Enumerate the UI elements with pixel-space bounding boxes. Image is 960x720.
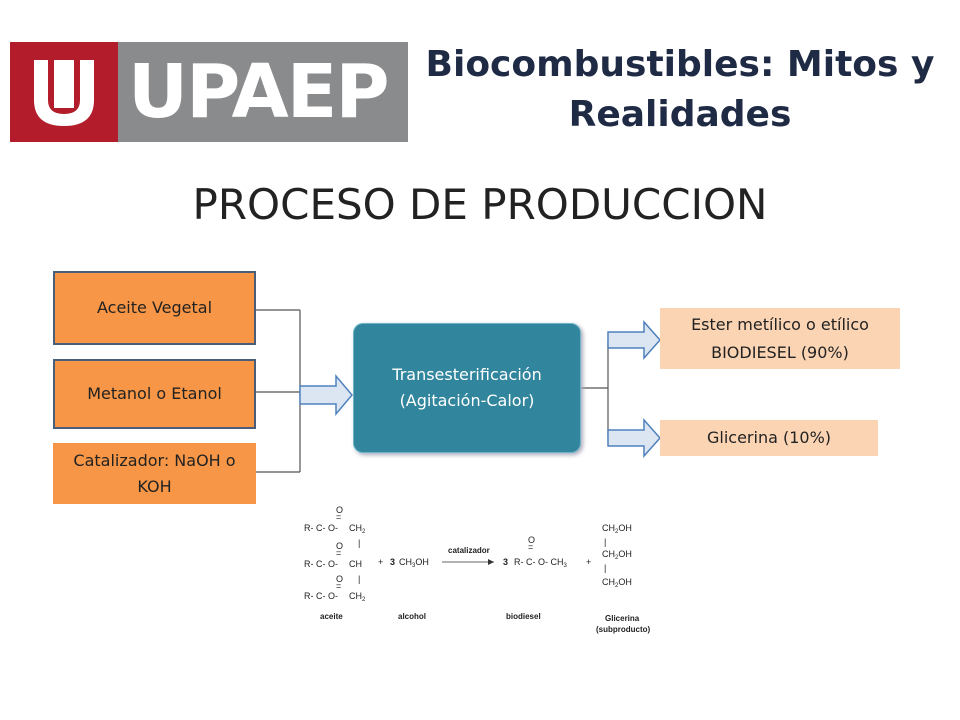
glicerina-structure: CH2OH | CH2OH | CH2OH Glicerina (subprod…: [596, 523, 651, 634]
bond-bar: |: [604, 537, 606, 547]
process-line1: Transesterificación: [392, 365, 542, 384]
slide-title: Biocombustibles: Mitos y Realidades: [425, 44, 935, 135]
methyl-ester: R- C- O- CH3: [514, 557, 568, 569]
label-biodiesel: biodiesel: [506, 612, 541, 621]
process-transesterificacion: Transesterificación (Agitación-Calor): [353, 323, 581, 453]
input-catalizador: Catalizador: NaOH o KOH: [53, 443, 256, 504]
output-arrow-biodiesel: [607, 320, 662, 360]
double-bond: =: [336, 548, 341, 558]
label-subproducto: (subproducto): [596, 625, 651, 634]
plus-sign: +: [586, 557, 591, 567]
output-arrow-glicerina: [607, 418, 662, 458]
label-catalizador: catalizador: [448, 546, 490, 555]
slide-subtitle: PROCESO DE PRODUCCION: [192, 180, 768, 229]
ester-group: R- C- O-: [304, 523, 338, 533]
double-bond: =: [336, 581, 341, 591]
alcohol-structure: + 3 CH3OH alcohol: [378, 557, 429, 621]
coefficient: 3: [503, 557, 508, 567]
output-line2: BIODIESEL (90%): [711, 342, 849, 362]
label-glicerina: Glicerina: [605, 614, 640, 623]
ch2-label: CH2: [349, 523, 366, 535]
ester-group: R- C- O-: [304, 591, 338, 601]
oxygen-label: O: [528, 535, 535, 545]
ch2oh-label: CH2OH: [602, 523, 632, 535]
input-bracket: [256, 309, 301, 473]
input-aceite-vegetal: Aceite Vegetal: [53, 271, 256, 345]
output-line1: Ester metílico o etílico: [691, 314, 869, 334]
oxygen-label: O: [336, 541, 343, 551]
input-arrow: [299, 373, 353, 417]
input-metanol-etanol: Metanol o Etanol: [53, 359, 256, 429]
logo-u-mark: [10, 42, 118, 142]
output-glicerina: Glicerina (10%): [660, 420, 878, 456]
label-alcohol: alcohol: [398, 612, 426, 621]
biodiesel-structure: 3 O = R- C- O- CH3 biodiesel +: [503, 535, 591, 621]
aceite-structure: O = R- C- O- CH2 | O = R- C- O- CH | O =…: [304, 505, 366, 621]
label-aceite: aceite: [320, 612, 343, 621]
methanol-label: CH3OH: [399, 557, 429, 569]
ch2-label: CH2: [349, 591, 366, 603]
output-bracket: [579, 340, 609, 438]
double-bond: =: [528, 542, 533, 552]
ch-label: CH: [349, 559, 362, 569]
coefficient: 3: [390, 557, 395, 567]
input-label: Aceite Vegetal: [96, 298, 213, 317]
process-line2: (Agitación-Calor): [399, 391, 535, 410]
input-label: Metanol o Etanol: [87, 384, 222, 403]
bond-bar: |: [604, 563, 606, 573]
logo-text: UPAEP: [128, 49, 390, 135]
plus-sign: +: [378, 557, 383, 567]
oxygen-label: O: [336, 505, 343, 515]
output-biodiesel: Ester metílico o etílico BIODIESEL (90%): [660, 308, 900, 369]
transesterification-reaction: O = R- C- O- CH2 | O = R- C- O- CH | O =…: [304, 505, 651, 634]
ch2oh-label: CH2OH: [602, 577, 632, 589]
input-label: Catalizador: NaOH o KOH: [73, 450, 236, 496]
choh-label: CH2OH: [602, 549, 632, 561]
upaep-logo: UPAEP: [10, 42, 408, 142]
bond-bar: |: [358, 538, 360, 548]
reaction-arrow: catalizador: [442, 546, 494, 565]
ester-group: R- C- O-: [304, 559, 338, 569]
oxygen-label: O: [336, 574, 343, 584]
double-bond: =: [336, 512, 341, 522]
output-line1: Glicerina (10%): [706, 428, 832, 447]
bond-bar: |: [358, 574, 360, 584]
